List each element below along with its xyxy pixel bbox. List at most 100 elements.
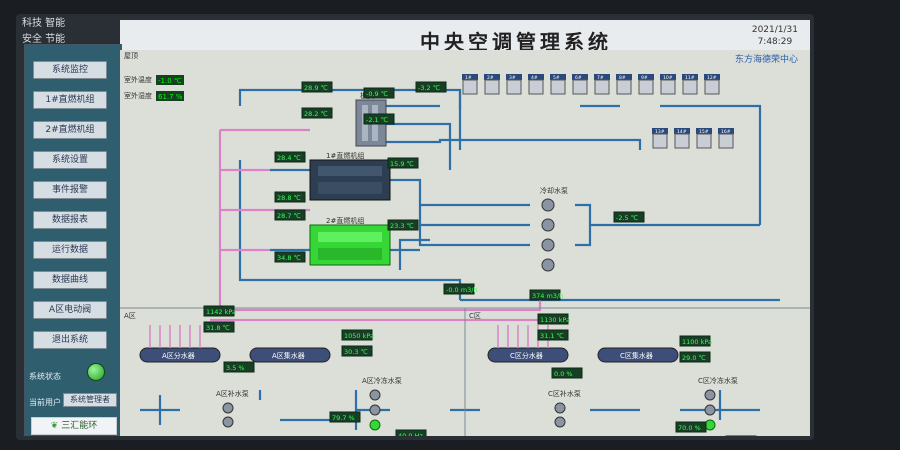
nav-run-data[interactable]: 运行数据 xyxy=(33,241,107,259)
fan-icon xyxy=(616,79,632,95)
fan-label-plate xyxy=(616,74,632,80)
a-risers xyxy=(149,325,201,348)
fan-number: 6# xyxy=(575,75,582,81)
cooling-tower-fan[interactable]: 1# xyxy=(462,74,478,95)
cooling-tower-fan[interactable]: 11# xyxy=(682,74,698,95)
building-name: 东方海德荣中心 xyxy=(734,55,798,65)
cooling-pump-3[interactable] xyxy=(541,238,555,252)
cooling-tower-fan[interactable]: 7# xyxy=(594,74,610,95)
value-text-t10: 34.8 ℃ xyxy=(277,254,301,262)
fan-number: 1# xyxy=(465,75,472,81)
a-makeup-pump-1[interactable] xyxy=(222,402,234,414)
cooling-tower-fan[interactable]: 16# xyxy=(718,128,734,149)
cooling-tower-fan[interactable]: 3# xyxy=(506,74,522,95)
section-roof-label: 屋顶 xyxy=(124,52,138,60)
c-makeup-pump-2[interactable] xyxy=(554,416,566,428)
c-zone-collector[interactable] xyxy=(597,347,679,363)
zone-a-label: A区 xyxy=(124,312,136,320)
value-text-c_pct2: 70.0 % xyxy=(678,424,701,432)
cooling-pump-4[interactable] xyxy=(541,258,555,272)
fan-label-plate xyxy=(682,74,698,80)
a-chilled-pump-2[interactable] xyxy=(369,404,381,416)
nav-a-zone-valve[interactable]: A区电动阀 xyxy=(33,301,107,319)
outdoor-temp-box xyxy=(156,75,184,85)
a-makeup-pump-label: A区补水泵 xyxy=(216,389,249,398)
cooling-tower-fan[interactable]: 14# xyxy=(674,128,690,149)
chiller-2-label: 2#直燃机组 xyxy=(326,216,364,225)
fan-number: 8# xyxy=(619,75,626,81)
value-box xyxy=(443,283,475,295)
chiller-1-label: 1#直燃机组 xyxy=(326,151,364,160)
fan-number: 10# xyxy=(663,75,673,81)
cooling-tower-fan[interactable]: 5# xyxy=(550,74,566,95)
cooling-tower-fan[interactable]: 4# xyxy=(528,74,544,95)
zone-c-label: C区 xyxy=(469,312,481,320)
a-makeup-pump-2[interactable] xyxy=(222,416,234,428)
cooling-pump-1[interactable] xyxy=(541,198,555,212)
nav-data-report[interactable]: 数据报表 xyxy=(33,211,107,229)
value-text-c_pct1: 0.0 % xyxy=(554,370,573,378)
fan-icon xyxy=(572,79,588,95)
cooling-tower-fan[interactable]: 10# xyxy=(660,74,676,95)
value-text-t4: -2.1 ℃ xyxy=(366,116,388,124)
a-separator-label: A区分水器 xyxy=(162,351,195,360)
value-box xyxy=(301,81,333,93)
a-zone-collector[interactable] xyxy=(249,347,331,363)
fan-label-plate xyxy=(594,74,610,80)
value-text-t6: 28.4 ℃ xyxy=(277,154,301,162)
cooling-tower-fan[interactable]: 9# xyxy=(638,74,654,95)
cooling-pump-2[interactable] xyxy=(541,218,555,232)
fan-label-plate xyxy=(462,74,478,80)
cooling-tower-fan[interactable]: 6# xyxy=(572,74,588,95)
value-box xyxy=(274,251,306,263)
cooling-tower-fan[interactable]: 13# xyxy=(652,128,668,149)
fan-label-plate xyxy=(696,128,712,134)
plant-diagram: 东方海德荣中心 屋顶 xyxy=(120,50,810,440)
cooling-tower-fan[interactable]: 12# xyxy=(704,74,720,95)
c-makeup-pump-1[interactable] xyxy=(554,402,566,414)
nav-chiller-2[interactable]: 2#直燃机组 xyxy=(33,121,107,139)
current-user-value[interactable]: 系统管理者 xyxy=(63,393,117,407)
nav-event-alarm[interactable]: 事件报警 xyxy=(33,181,107,199)
cooling-tower-fan[interactable]: 15# xyxy=(696,128,712,149)
a-chilled-pump-3[interactable] xyxy=(369,419,381,431)
chiller-1-unit[interactable] xyxy=(309,159,391,201)
fan-icon xyxy=(506,79,522,95)
value-text-a_p1: 1142 kPa xyxy=(206,308,236,316)
value-text-a_t1: 31.8 ℃ xyxy=(206,324,230,332)
fan-icon xyxy=(704,79,720,95)
c-chilled-pump-2[interactable] xyxy=(704,404,716,416)
value-box xyxy=(363,113,395,125)
nav-system-monitor[interactable]: 系统监控 xyxy=(33,61,107,79)
value-text-c_p1: 1130 kPa xyxy=(540,316,570,324)
value-text-a_pct2: 79.7 % xyxy=(332,414,355,422)
cooling-tower-fan[interactable]: 2# xyxy=(484,74,500,95)
nav-exit-system[interactable]: 退出系统 xyxy=(33,331,107,349)
value-box xyxy=(274,151,306,163)
c-makeup-pump-label: C区补水泵 xyxy=(548,389,581,398)
value-box xyxy=(387,219,419,231)
c-separator-label: C区分水器 xyxy=(510,351,543,360)
cooling-tower-fan[interactable]: 8# xyxy=(616,74,632,95)
fan-label-plate xyxy=(484,74,500,80)
logo-text: 三汇能环 xyxy=(61,421,98,431)
outdoor-hum-value: 61.7 % xyxy=(158,93,183,101)
nav-chiller-1[interactable]: 1#直燃机组 xyxy=(33,91,107,109)
a-chilled-pump-1[interactable] xyxy=(369,389,381,401)
c-pumps xyxy=(554,389,716,431)
fan-label-plate xyxy=(652,128,668,134)
value-box xyxy=(341,329,373,341)
hmi-screen: 科技 智能 安全 节能 中央空调管理系统 2021/1/31 7:48:29 系… xyxy=(16,14,814,440)
value-text-t2: 28.2 ℃ xyxy=(304,110,328,118)
outdoor-hum-box xyxy=(156,91,184,101)
fan-icon xyxy=(674,133,690,149)
fan-number: 15# xyxy=(699,129,709,135)
fan-icon xyxy=(528,79,544,95)
chiller-2-unit[interactable] xyxy=(309,224,391,266)
company-logo: ❦ 三汇能环 xyxy=(31,417,117,435)
value-box xyxy=(274,209,306,221)
c-chilled-pump-1[interactable] xyxy=(704,389,716,401)
nav-data-curve[interactable]: 数据曲线 xyxy=(33,271,107,289)
nav-system-settings[interactable]: 系统设置 xyxy=(33,151,107,169)
current-user-label: 当前用户 xyxy=(29,398,61,407)
